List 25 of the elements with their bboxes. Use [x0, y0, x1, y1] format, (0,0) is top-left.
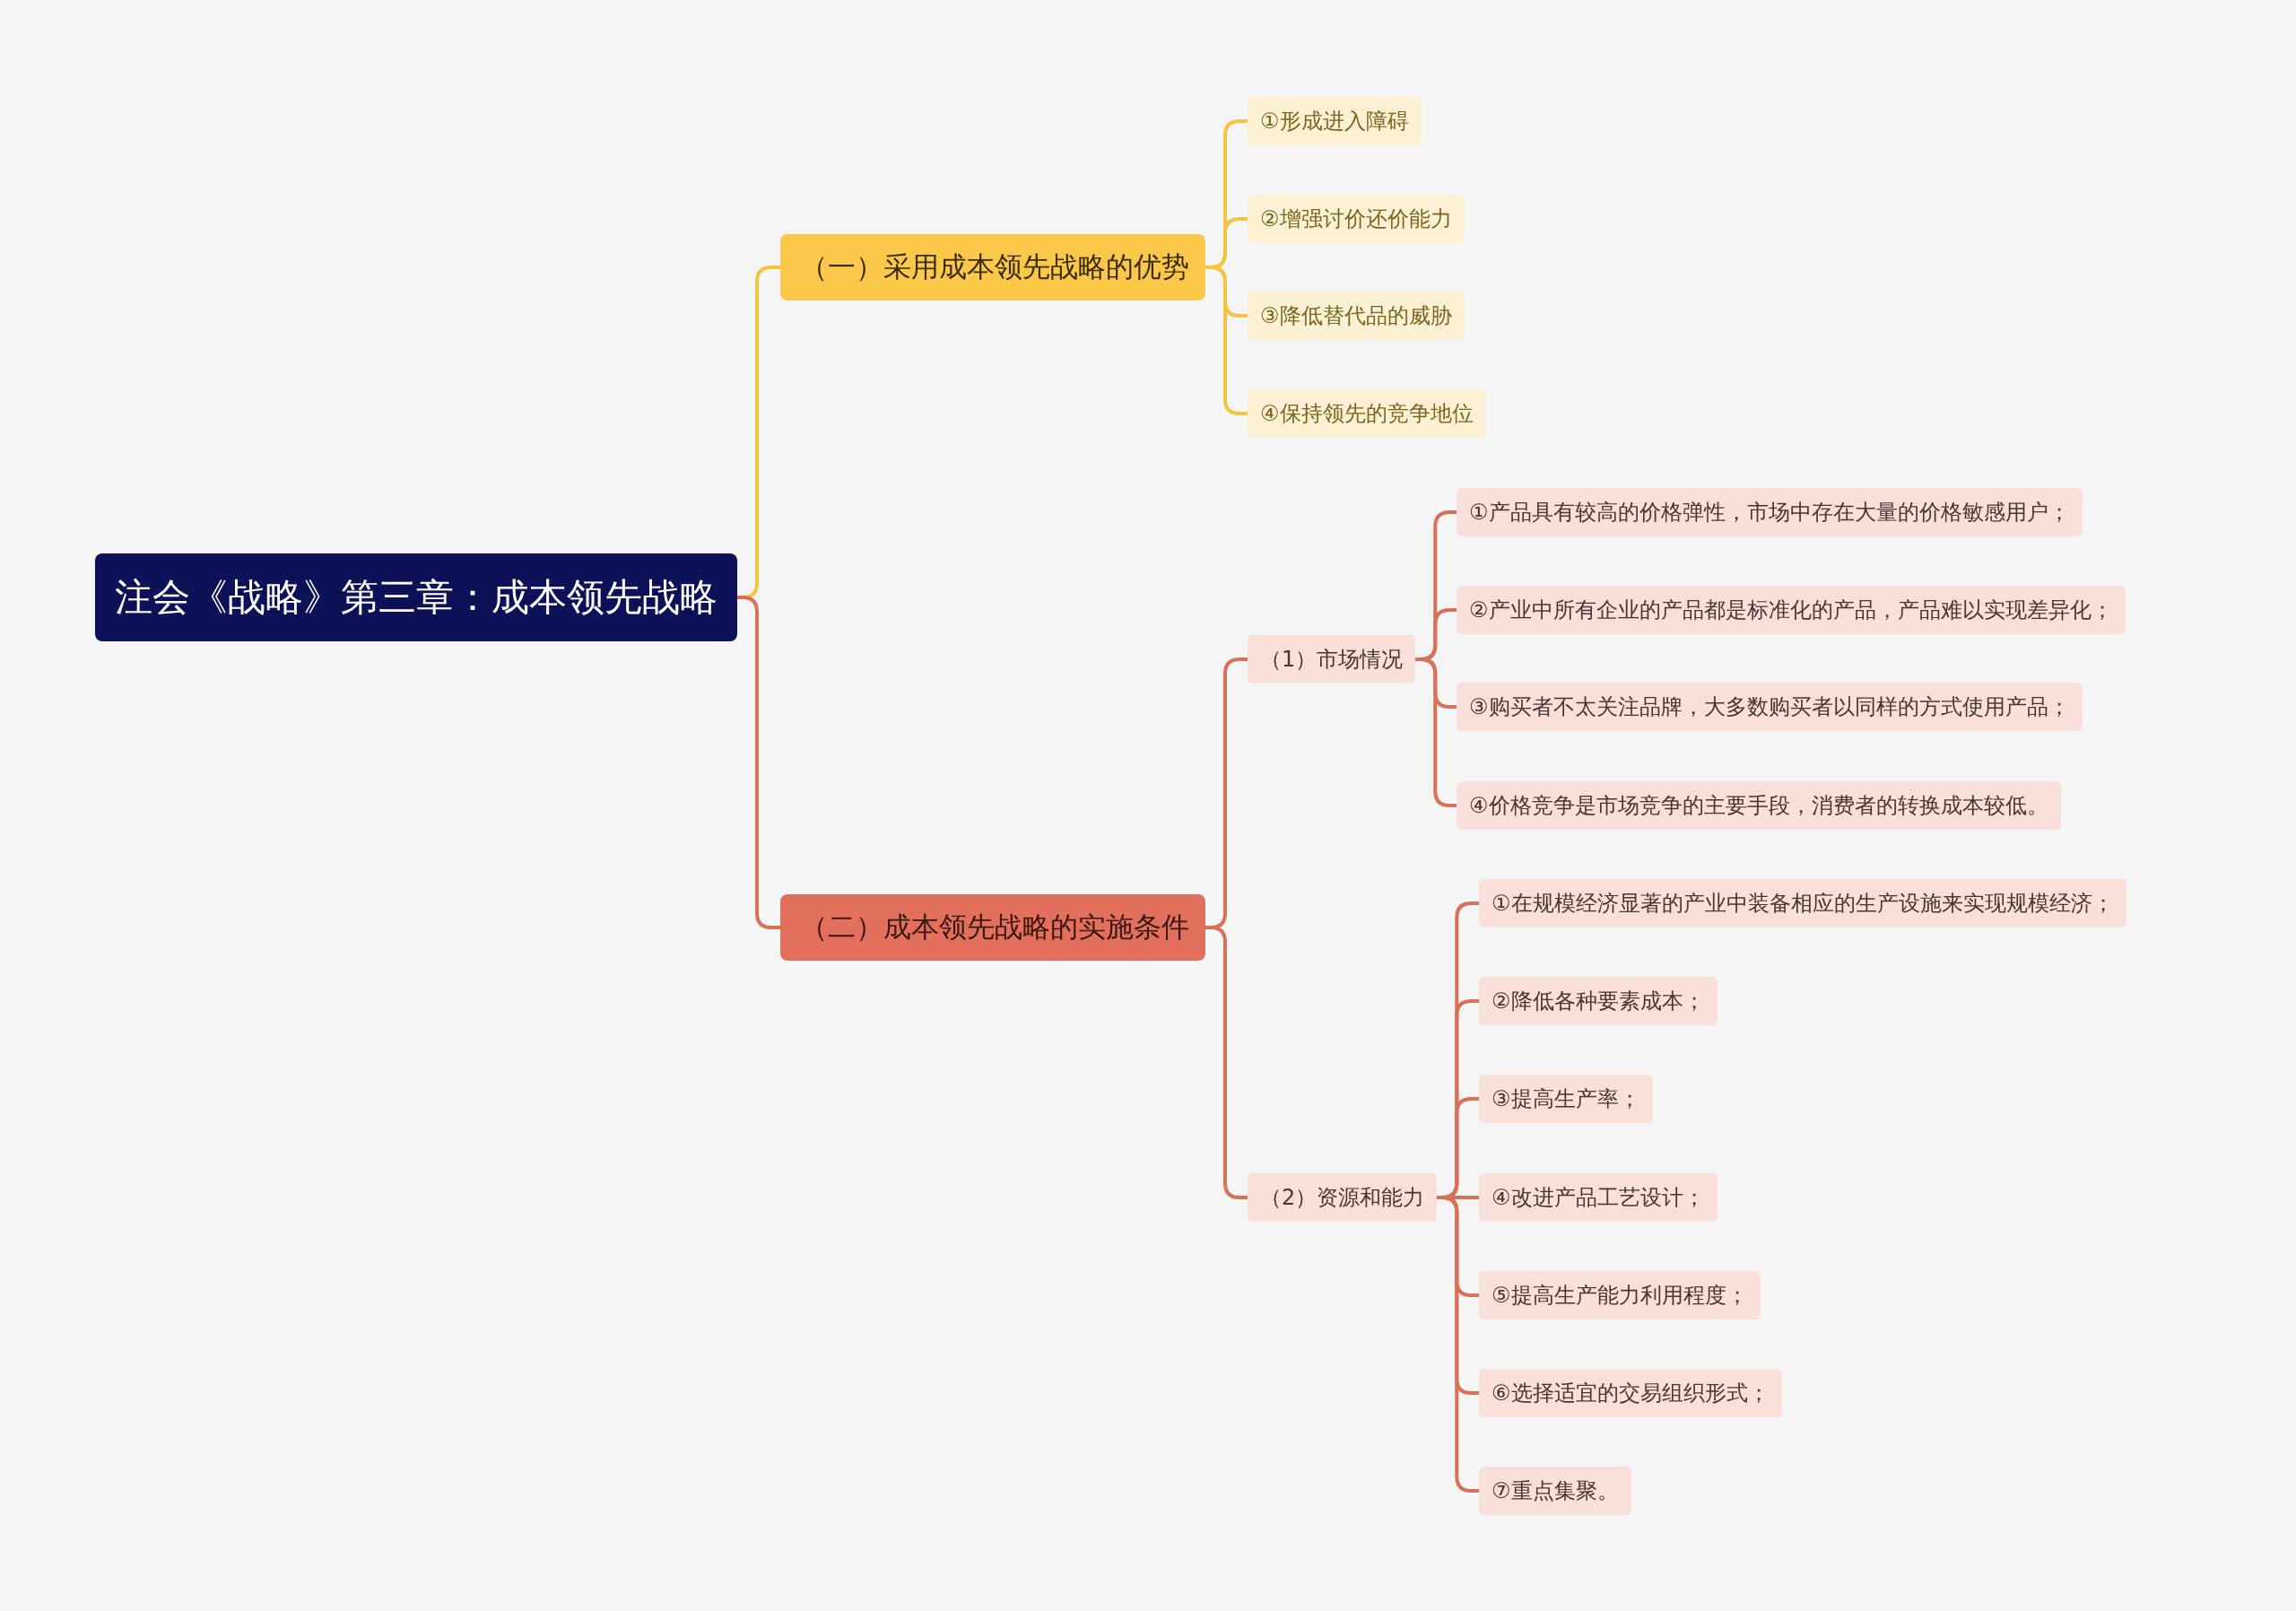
root-topic-box: 注会《战略》第三章：成本领先战略 — [95, 553, 737, 641]
subtopic-box: ②增强讨价还价能力 — [1248, 195, 1465, 243]
subtopic-box: ⑦重点集聚。 — [1479, 1467, 1631, 1515]
subtopic-box: ⑤提高生产能力利用程度； — [1479, 1271, 1761, 1319]
subtopic-box: ①在规模经济显著的产业中装备相应的生产设施来实现规模经济； — [1479, 879, 2126, 927]
subtopic-box: ④改进产品工艺设计； — [1479, 1173, 1718, 1222]
subtopic-box: （1）市场情况 — [1248, 635, 1416, 684]
subtopic-box: （2）资源和能力 — [1248, 1173, 1438, 1222]
subtopic-box: ④保持领先的竞争地位 — [1248, 389, 1486, 438]
subtopic-box: ⑥选择适宜的交易组织形式； — [1479, 1369, 1782, 1417]
connector-line — [1415, 657, 1457, 807]
branch-topic-box: （一）采用成本领先战略的优势 — [780, 234, 1205, 300]
connector-line — [1205, 926, 1248, 1199]
subtopic-box: ①产品具有较高的价格弹性，市场中存在大量的价格敏感用户； — [1457, 488, 2083, 536]
connector-line — [1205, 266, 1248, 415]
subtopic-box: ①形成进入障碍 — [1248, 97, 1422, 145]
subtopic-box: ③购买者不太关注品牌，大多数购买者以同样的方式使用产品； — [1457, 683, 2083, 731]
subtopic-box: ③提高生产率； — [1479, 1075, 1653, 1123]
subtopic-box: ②降低各种要素成本； — [1479, 977, 1718, 1025]
subtopic-box: ③降低替代品的威胁 — [1248, 292, 1465, 340]
subtopic-box: ④价格竞争是市场竞争的主要手段，消费者的转换成本较低。 — [1457, 781, 2061, 830]
subtopic-box: ②产业中所有企业的产品都是标准化的产品，产品难以实现差异化； — [1457, 586, 2126, 634]
connector-line — [737, 596, 780, 929]
connector-line — [1437, 1196, 1479, 1493]
branch-topic-box: （二）成本领先战略的实施条件 — [780, 894, 1205, 961]
